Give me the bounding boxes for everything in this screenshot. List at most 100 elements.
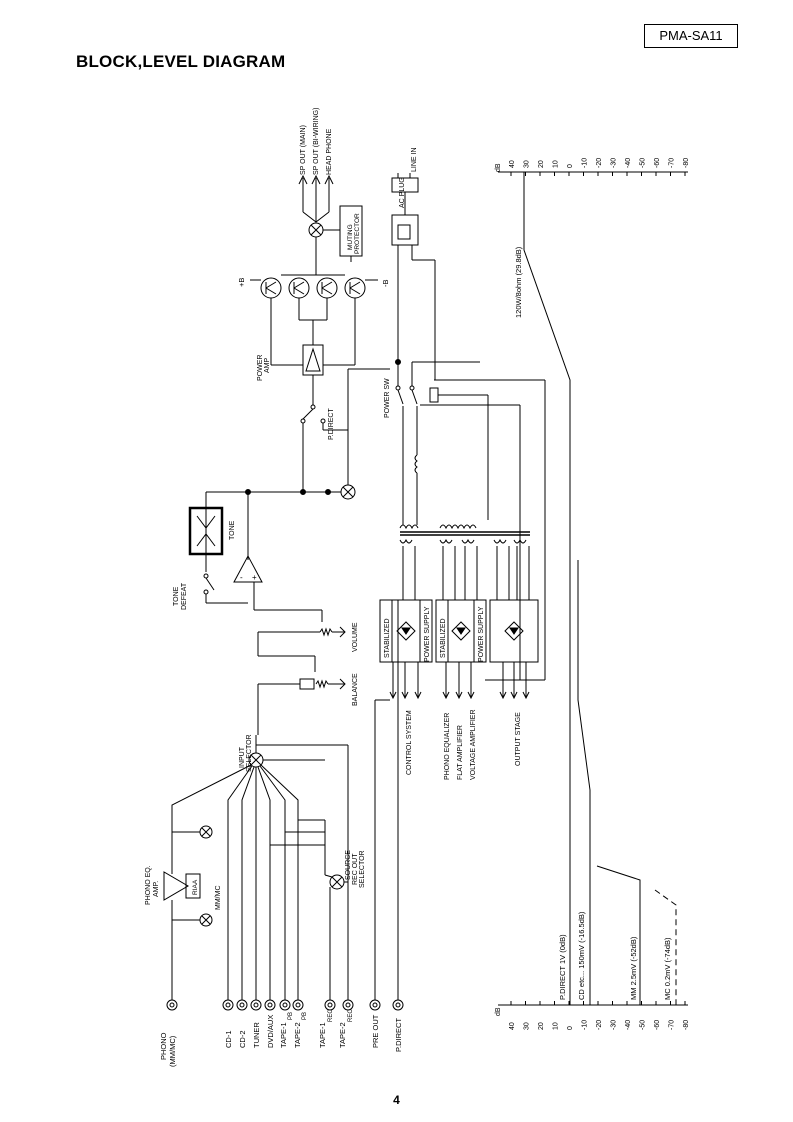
jack-dvd-label: DVD/AUX [266,1015,275,1048]
jack-cd1-label: CD-1 [224,1030,233,1048]
tone-defeat-label-1: TONE [173,586,180,606]
psu2-power-supply-label: POWER SUPPLY [478,606,485,662]
flat-amplifier-label: FLAT AMPLIFIER [457,725,464,780]
mm-level-annotation: MM 2.5mV (-52dB) [629,936,638,1000]
plus-b-label: +B [237,278,246,287]
model-number-box: PMA-SA11 [644,24,738,48]
jack-tape2-rec-label-1: TAPE-2 [338,1022,347,1048]
scale-top-tick-label: -30 [611,158,618,168]
scale-bottom-tick-label: 30 [524,1022,531,1030]
speaker-outputs: MUTING PROTECTOR [298,174,363,262]
p-direct-switch [300,408,348,492]
transformer [399,524,530,544]
psu2-stabilized-label: STABILIZED [440,618,447,658]
scale-bottom-tick-label: -20 [596,1020,603,1030]
balance-pot [257,678,346,735]
scale-bottom-tick-label: -60 [654,1020,661,1030]
model-number: PMA-SA11 [659,28,723,43]
jack-cd2-label: CD-2 [238,1030,247,1048]
scale-top-tick-label: 0 [567,164,574,168]
input-jacks [166,999,404,1011]
scale-top-tick-label: -50 [640,158,647,168]
control-system-label: CONTROL SYSTEM [406,710,413,775]
supply-outputs [389,662,545,700]
top-scale-labels: 40 30 20 10 0 -10 -20 -30 -40 -50 -60 -70 -80 [509,158,690,168]
max-output-annotation: 120W/8ohm (29.8dB) [514,246,523,318]
scale-top-tick-label: -20 [596,158,603,168]
sp-out-main-label: SP OUT (MAIN) [300,125,307,175]
tone-defeat-label-2: DEFEAT [181,582,188,610]
protector-label: PROTECTOR [354,213,361,254]
mm-mc-label: MM/MC [215,886,222,911]
phono-section: RIAA [163,825,213,1000]
power-supply-blocks [379,599,539,663]
jack-p-direct-label: P.DIRECT [394,1018,403,1052]
scale-top-tick-label: -80 [683,158,690,168]
p-direct-switch-label: P.DIRECT [328,408,335,440]
riaa-label: RIAA [192,879,199,895]
cd-level-annotation: CD etc... 150mV (-16.5dB) [577,911,586,1000]
phono-eq-label-1: PHONO EQ. [145,865,152,905]
jack-tuner-label: TUNER [252,1022,261,1048]
jack-tape2-pb-label-1: TAPE-2 [293,1022,302,1048]
jack-tape1-rec-label-1: TAPE-1 [318,1022,327,1048]
scale-top-tick-label: 10 [553,160,560,168]
jack-pre-out-label: PRE OUT [371,1014,380,1048]
jack-tape1-rec-label-2: REC [328,1009,334,1022]
input-selector-label-2: SELECTOR [246,734,253,772]
volume-pot [257,626,346,672]
page-number: 4 [393,1093,400,1107]
power-amp-block [271,344,355,410]
scale-bottom-tick-label: -40 [625,1020,632,1030]
tone-label: TONE [229,520,236,540]
scale-bottom-tick-label: -50 [640,1020,647,1030]
scale-bottom-tick-label: -70 [669,1020,676,1030]
sp-out-bi-label: SP OUT (BI-WIRING) [313,108,320,175]
scale-bottom-tick-label: -80 [683,1020,690,1030]
scale-top-tick-label: -10 [582,158,589,168]
muting-label: MUTING [347,224,354,250]
psu1-power-supply-label: POWER SUPPLY [424,606,431,662]
power-sw-label: POWER SW [384,378,391,418]
balance-label: BALANCE [352,673,359,706]
psu1-stabilized-label: STABILIZED [384,618,391,658]
volume-label: VOLUME [352,622,359,652]
scale-top-tick-label: 40 [509,160,516,168]
jack-tape2-rec-label-2: REC [348,1009,354,1022]
input-selector-label-1: INPUT [239,746,246,768]
scale-bottom-tick-label: 10 [553,1022,560,1030]
svg-text:-: - [240,573,243,582]
power-amp-label-2: AMP [264,358,271,374]
scale-bottom-tick-label: 20 [538,1022,545,1030]
scale-bottom-tick-label: 40 [509,1022,516,1030]
head-phone-label: HEAD PHONE [326,128,333,175]
source-label-2: REC OUT [352,853,359,885]
jack-tape1-pb-label-2: PB [288,1012,294,1020]
source-label-3: SELECTOR [359,850,366,888]
p-direct-level-annotation: P.DIRECT 1V (0dB) [558,934,567,1000]
tone-amp [233,554,263,583]
level-curves [523,172,677,1005]
minus-b-label: -B [381,280,390,288]
source-label-1: SOURCE [345,850,352,880]
scale-top-tick-label: -40 [625,158,632,168]
svg-text:+: + [252,573,257,582]
phono-equalizer-label: PHONO EQUALIZER [444,713,451,780]
jack-phono-label-2: (MM/MC) [168,1035,177,1067]
ac-plug-label: AC PLUG [399,177,406,208]
voltage-amplifier-label: VOLTAGE AMPLIFIER [470,709,477,780]
jack-phono-label-1: PHONO [159,1032,168,1060]
mc-level-annotation: MC 0.2mV (-74dB) [663,937,672,1000]
scale-top-tick-label: 30 [524,160,531,168]
page-title: BLOCK,LEVEL DIAGRAM [76,52,286,71]
line-in-label: LINE IN [411,147,418,172]
db-label-bottom: dB [495,1007,502,1016]
jack-tape1-pb-label-1: TAPE-1 [279,1022,288,1048]
phono-eq-label-2: AMP. [153,881,160,897]
scale-top-tick-label: 20 [538,160,545,168]
scale-top-tick-label: -60 [654,158,661,168]
db-label-top: dB [495,163,502,172]
scale-tickmarks [510,172,686,1005]
scale-top-tick-label: -70 [669,158,676,168]
